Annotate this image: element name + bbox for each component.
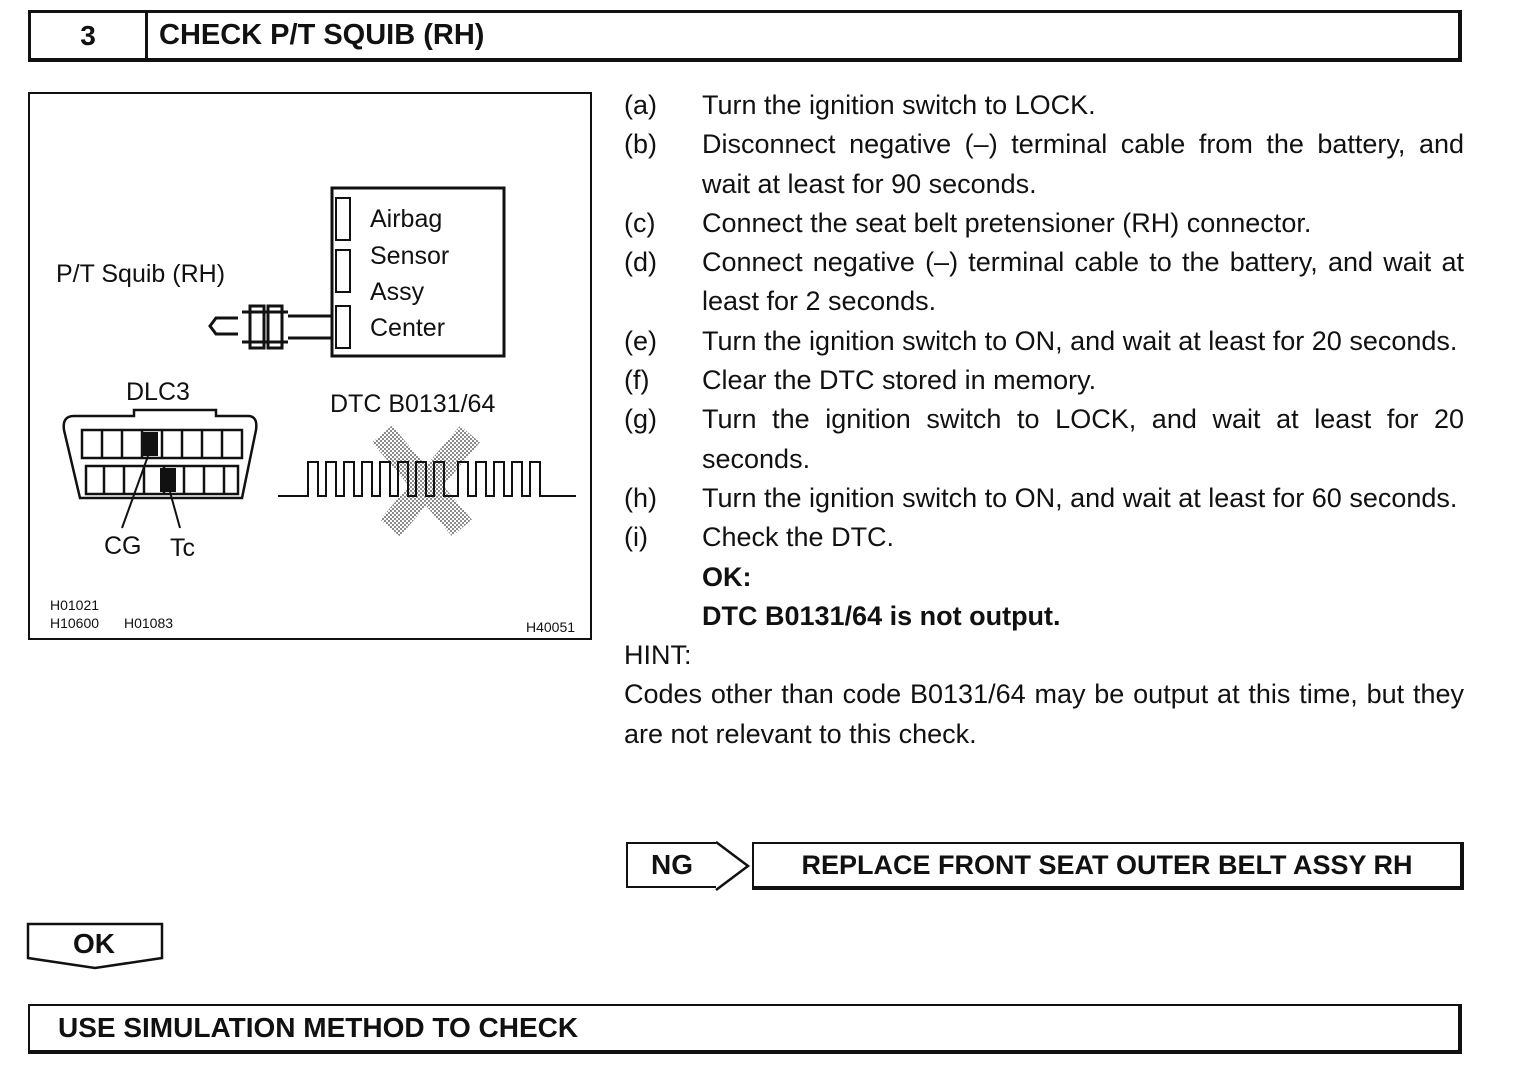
- figure-code: H10600: [50, 615, 99, 631]
- step-letter: (a): [624, 90, 657, 120]
- step-letter: (f): [624, 365, 650, 396]
- step-text: Check the DTC.: [702, 522, 895, 553]
- ok-condition-text: DTC B0131/64 is not output.: [702, 600, 1061, 631]
- step-letter: (h): [624, 482, 657, 513]
- figure-svg: Airbag Sensor Assy Center P/T Squib (RH)…: [50, 186, 576, 635]
- ng-branch-label: NG: [626, 842, 716, 888]
- procedure-step: (f) Clear the DTC stored in memory.: [624, 361, 1464, 400]
- pin-tc: [160, 468, 176, 492]
- step-letter: (i): [624, 522, 648, 553]
- dtc-waveform: [278, 461, 576, 497]
- step-text: Connect negative (–) terminal cable to t…: [702, 247, 1464, 317]
- figure-code: H01021: [50, 597, 99, 613]
- sensor-label-line: Center: [370, 314, 445, 342]
- step-text: Turn the ignition switch to ON, and wait…: [702, 325, 1458, 356]
- ng-arrow-icon: [715, 841, 751, 891]
- figure-code: H40051: [526, 619, 575, 635]
- step-text: Disconnect negative (–) terminal cable f…: [702, 129, 1464, 199]
- step-text: Clear the DTC stored in memory.: [702, 365, 1097, 396]
- step-text: Turn the ignition switch to ON, and wait…: [702, 482, 1458, 513]
- squib-connector: [208, 304, 332, 350]
- cg-label: CG: [104, 532, 142, 560]
- procedure-step: (g) Turn the ignition switch to LOCK, an…: [624, 400, 1464, 479]
- step-number: 3: [31, 13, 148, 58]
- procedure-step: (b) Disconnect negative (–) terminal cab…: [624, 125, 1464, 204]
- dtc-label: DTC B0131/64: [330, 390, 495, 418]
- procedure-step: (a) Turn the ignition switch to LOCK.: [624, 86, 1464, 125]
- procedure-step: (i) Check the DTC.: [624, 518, 1464, 557]
- sensor-terminal: [335, 197, 351, 241]
- sensor-label-line: Sensor: [370, 242, 449, 270]
- ok-branch-tag: [26, 922, 164, 970]
- step-title: CHECK P/T SQUIB (RH): [159, 19, 485, 51]
- sensor-label-line: Airbag: [370, 205, 442, 233]
- airbag-sensor-box: [330, 186, 506, 358]
- figure-code: H01083: [124, 615, 173, 631]
- ok-branch-label: OK: [73, 928, 115, 959]
- procedure-steps: (a) Turn the ignition switch to LOCK. (b…: [624, 86, 1464, 754]
- sensor-label-line: Assy: [370, 278, 425, 306]
- dtc-crossed-out-mark: [372, 425, 480, 537]
- sensor-terminal: [335, 249, 351, 293]
- step-letter: (e): [624, 325, 657, 356]
- tc-leader: [169, 491, 181, 529]
- step-letter: (b): [624, 129, 657, 160]
- sensor-terminal: [335, 305, 351, 349]
- pin-cg: [142, 432, 158, 456]
- squib-label: P/T Squib (RH): [56, 260, 225, 288]
- step-letter: (g): [624, 404, 657, 435]
- ok-condition-label: OK:: [702, 561, 752, 592]
- procedure-step: (d) Connect negative (–) terminal cable …: [624, 243, 1464, 322]
- wiring-figure: Airbag Sensor Assy Center P/T Squib (RH)…: [28, 92, 592, 640]
- hint-text: Codes other than code B0131/64 may be ou…: [624, 679, 1464, 749]
- step-letter: (c): [624, 207, 656, 238]
- procedure-step: (e) Turn the ignition switch to ON, and …: [624, 322, 1464, 361]
- step-letter: (d): [624, 247, 657, 278]
- procedure-step: (h) Turn the ignition switch to ON, and …: [624, 479, 1464, 518]
- ng-action: REPLACE FRONT SEAT OUTER BELT ASSY RH: [752, 842, 1464, 890]
- procedure-step: (c) Connect the seat belt pretensioner (…: [624, 204, 1464, 243]
- cg-leader: [121, 455, 149, 529]
- next-step-title: USE SIMULATION METHOD TO CHECK: [58, 1012, 579, 1043]
- step-text: Connect the seat belt pretensioner (RH) …: [702, 207, 1312, 238]
- step-text: Turn the ignition switch to LOCK, and wa…: [702, 404, 1464, 474]
- dlc-label: DLC3: [126, 378, 190, 406]
- next-step-box: USE SIMULATION METHOD TO CHECK: [28, 1004, 1462, 1054]
- hint-label: HINT:: [624, 640, 692, 671]
- step-header: 3 CHECK P/T SQUIB (RH): [28, 10, 1462, 62]
- tc-label: Tc: [170, 534, 195, 562]
- step-text: Turn the ignition switch to LOCK.: [702, 90, 1096, 120]
